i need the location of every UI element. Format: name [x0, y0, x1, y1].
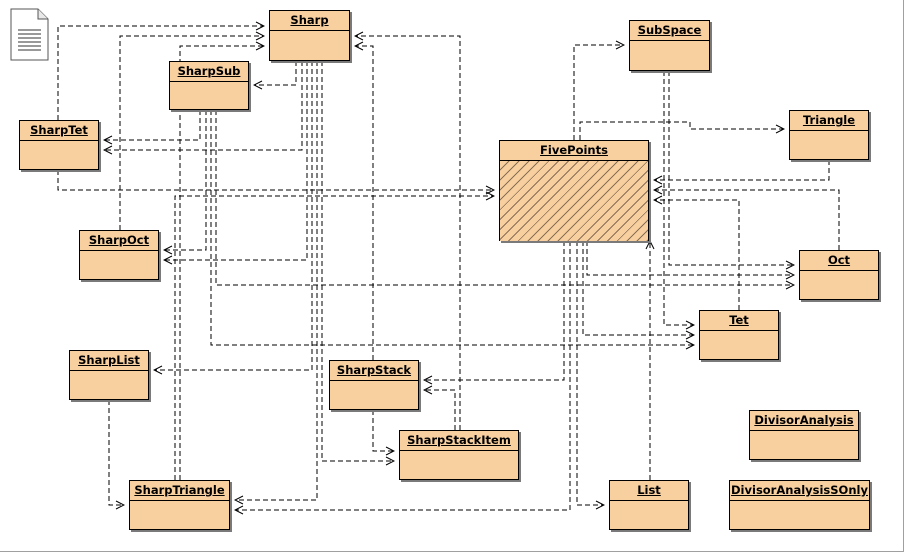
class-divisoranalysis-label: DivisorAnalysis	[754, 413, 854, 427]
edge-tet-fivepoints	[654, 200, 740, 310]
edge-sharp-sharpsub	[254, 61, 297, 85]
class-sharptriangle-label: SharpTriangle	[134, 483, 225, 497]
edge-sharpsub-sharpoct	[164, 110, 207, 250]
edge-sharpoct-sharp	[119, 36, 264, 230]
class-sharpstack[interactable]: SharpStack	[329, 360, 419, 410]
class-subspace-label: SubSpace	[637, 23, 702, 37]
edge-sharpstack-sharpstackitem	[372, 410, 394, 451]
edge-sharpstackitem-sharpstack	[424, 390, 456, 430]
class-sharptet-label: SharpTet	[30, 123, 88, 137]
edge-subspace-oct	[668, 71, 794, 265]
class-sharpstackitem[interactable]: SharpStackItem	[399, 430, 519, 480]
class-tet[interactable]: Tet	[699, 310, 779, 360]
edge-fivepoints-subspace	[573, 45, 624, 140]
edge-fivepoints-tet	[582, 241, 694, 335]
class-list[interactable]: List	[609, 480, 689, 530]
edge-sharp-sharpstackitem	[321, 61, 394, 461]
edge-sharpstack-sharp	[355, 46, 374, 360]
class-sharpstackitem-label: SharpStackItem	[407, 433, 511, 447]
class-divisoranalysissonly[interactable]: DivisorAnalysisSOnly	[729, 480, 870, 530]
class-sharptriangle[interactable]: SharpTriangle	[129, 480, 230, 530]
class-tet-label: Tet	[729, 313, 749, 327]
class-list-label: List	[637, 483, 661, 497]
edge-sharp-sharptriangle	[235, 61, 318, 500]
class-sharpsub[interactable]: SharpSub	[169, 61, 249, 110]
class-sharpstack-label: SharpStack	[336, 363, 412, 377]
edge-sharpstackitem-sharp	[355, 36, 461, 430]
edge-triangle-fivepoints	[654, 160, 830, 180]
edge-sharp-sharpoct	[164, 61, 308, 260]
class-oct[interactable]: Oct	[799, 250, 879, 300]
edge-sharptet-fivepoints	[57, 170, 494, 190]
class-sharpsub-label: SharpSub	[177, 64, 241, 78]
edge-sharpsub-oct	[215, 110, 794, 285]
class-sharptet[interactable]: SharpTet	[19, 120, 99, 170]
edge-subspace-tet	[663, 71, 694, 325]
class-fivepoints-body	[500, 161, 648, 241]
edge-sharp-sharptet	[104, 61, 303, 150]
edge-sharpsub-sharptet	[104, 110, 201, 140]
edge-sharptriangle-fivepoints	[174, 196, 494, 480]
class-sharpoct[interactable]: SharpOct	[79, 230, 159, 280]
class-triangle[interactable]: Triangle	[789, 110, 869, 160]
edge-sharp-sharplist	[154, 61, 313, 370]
edge-sharpsub-tet	[210, 110, 694, 345]
edge-sharplist-sharptriangle	[108, 400, 124, 505]
edge-fivepoints-oct	[586, 241, 794, 275]
class-sharplist-label: SharpList	[78, 353, 140, 367]
edge-fivepoints-sharptriangle	[235, 241, 571, 510]
class-sharplist[interactable]: SharpList	[69, 350, 149, 400]
class-subspace[interactable]: SubSpace	[629, 20, 710, 71]
edge-fivepoints-list	[576, 241, 604, 505]
class-sharp-label: Sharp	[290, 13, 329, 27]
class-divisoranalysis[interactable]: DivisorAnalysis	[749, 410, 859, 460]
edge-fivepoints-triangle	[579, 121, 784, 140]
class-oct-label: Oct	[827, 253, 851, 267]
edge-sharptriangle-sharp	[179, 46, 264, 480]
class-divisoranalysissonly-label: DivisorAnalysisSOnly	[731, 483, 868, 497]
class-fivepoints-label: FivePoints	[540, 143, 608, 157]
document-icon[interactable]	[10, 8, 50, 62]
edge-fivepoints-sharpstack	[424, 241, 565, 380]
class-fivepoints[interactable]: FivePoints	[499, 140, 649, 241]
class-sharp[interactable]: Sharp	[269, 10, 350, 61]
edge-oct-fivepoints	[654, 190, 840, 250]
class-triangle-label: Triangle	[802, 113, 856, 127]
class-sharpoct-label: SharpOct	[88, 233, 150, 247]
